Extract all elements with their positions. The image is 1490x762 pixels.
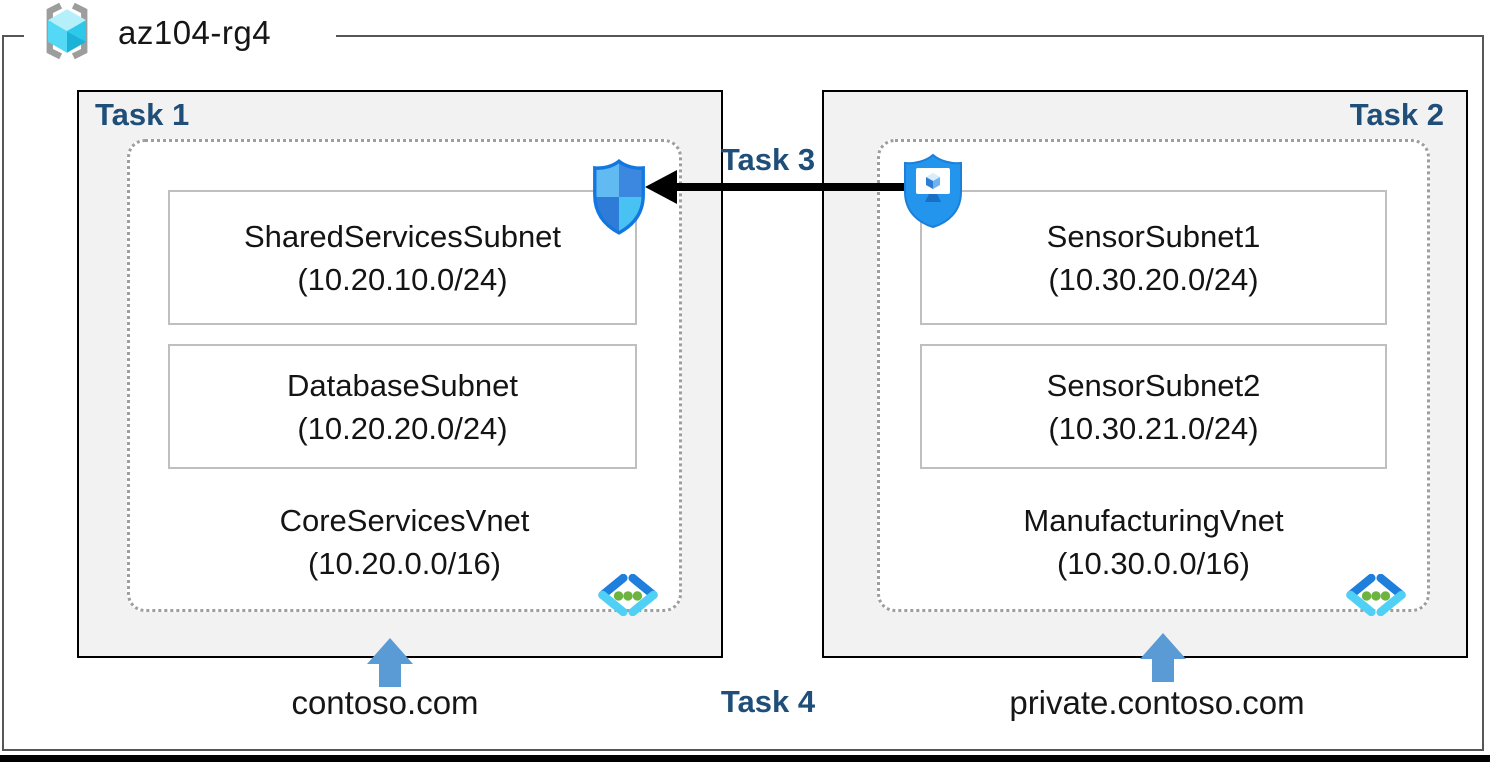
- resource-group-header: az104-rg4: [24, 0, 336, 66]
- vnet-caption: CoreServicesVnet (10.20.0.0/16): [130, 499, 679, 585]
- resource-group-icon: [38, 2, 96, 65]
- task1-label: Task 1: [95, 97, 190, 132]
- manufacturing-vnet: SensorSubnet1 (10.30.20.0/24) SensorSubn…: [877, 139, 1430, 617]
- subnet-cidr: (10.20.10.0/24): [297, 261, 508, 297]
- diagram-bottom-edge: [0, 755, 1490, 762]
- resource-group-name: az104-rg4: [118, 14, 272, 51]
- up-arrow-icon: [1139, 633, 1187, 687]
- subnet-name: SensorSubnet2: [1046, 367, 1261, 403]
- resource-group-boundary: [2, 35, 1484, 751]
- task4-label: Task 4: [720, 684, 816, 719]
- vnet-name: ManufacturingVnet: [1023, 503, 1284, 538]
- task2-label: Task 2: [1349, 97, 1444, 132]
- virtual-network-icon: [595, 573, 661, 621]
- application-security-group-icon: [898, 152, 968, 235]
- dns-label-contoso: contoso.com: [291, 684, 479, 721]
- virtual-network-icon: [1343, 573, 1409, 621]
- task2-box: Task 2 SensorSubnet1 (10.30.20.0/24) Sen…: [822, 90, 1468, 658]
- vnet-cidr: (10.20.0.0/16): [307, 546, 502, 581]
- vnet-caption: ManufacturingVnet (10.30.0.0/16): [880, 499, 1427, 585]
- shared-services-subnet: SharedServicesSubnet (10.20.10.0/24): [168, 190, 637, 325]
- sensor-subnet1: SensorSubnet1 (10.30.20.0/24): [920, 190, 1387, 325]
- subnet-cidr: (10.30.20.0/24): [1048, 261, 1259, 297]
- database-subnet: DatabaseSubnet (10.20.20.0/24): [168, 344, 637, 469]
- subnet-name: SensorSubnet1: [1046, 218, 1261, 254]
- subnet-name: SharedServicesSubnet: [243, 218, 562, 254]
- up-arrow-icon: [366, 638, 414, 692]
- vnet-cidr: (10.30.0.0/16): [1056, 546, 1251, 581]
- subnet-cidr: (10.30.21.0/24): [1048, 410, 1259, 446]
- dns-label-private-contoso: private.contoso.com: [1009, 684, 1305, 721]
- vnet-name: CoreServicesVnet: [279, 503, 530, 538]
- left-arrow-icon: [645, 165, 910, 214]
- task3-label: Task 3: [720, 142, 816, 177]
- subnet-name: DatabaseSubnet: [287, 367, 518, 403]
- subnet-cidr: (10.20.20.0/24): [297, 410, 508, 446]
- core-services-vnet: SharedServicesSubnet (10.20.10.0/24) Dat…: [127, 139, 682, 617]
- network-security-group-icon: [588, 157, 650, 242]
- sensor-subnet2: SensorSubnet2 (10.30.21.0/24): [920, 344, 1387, 469]
